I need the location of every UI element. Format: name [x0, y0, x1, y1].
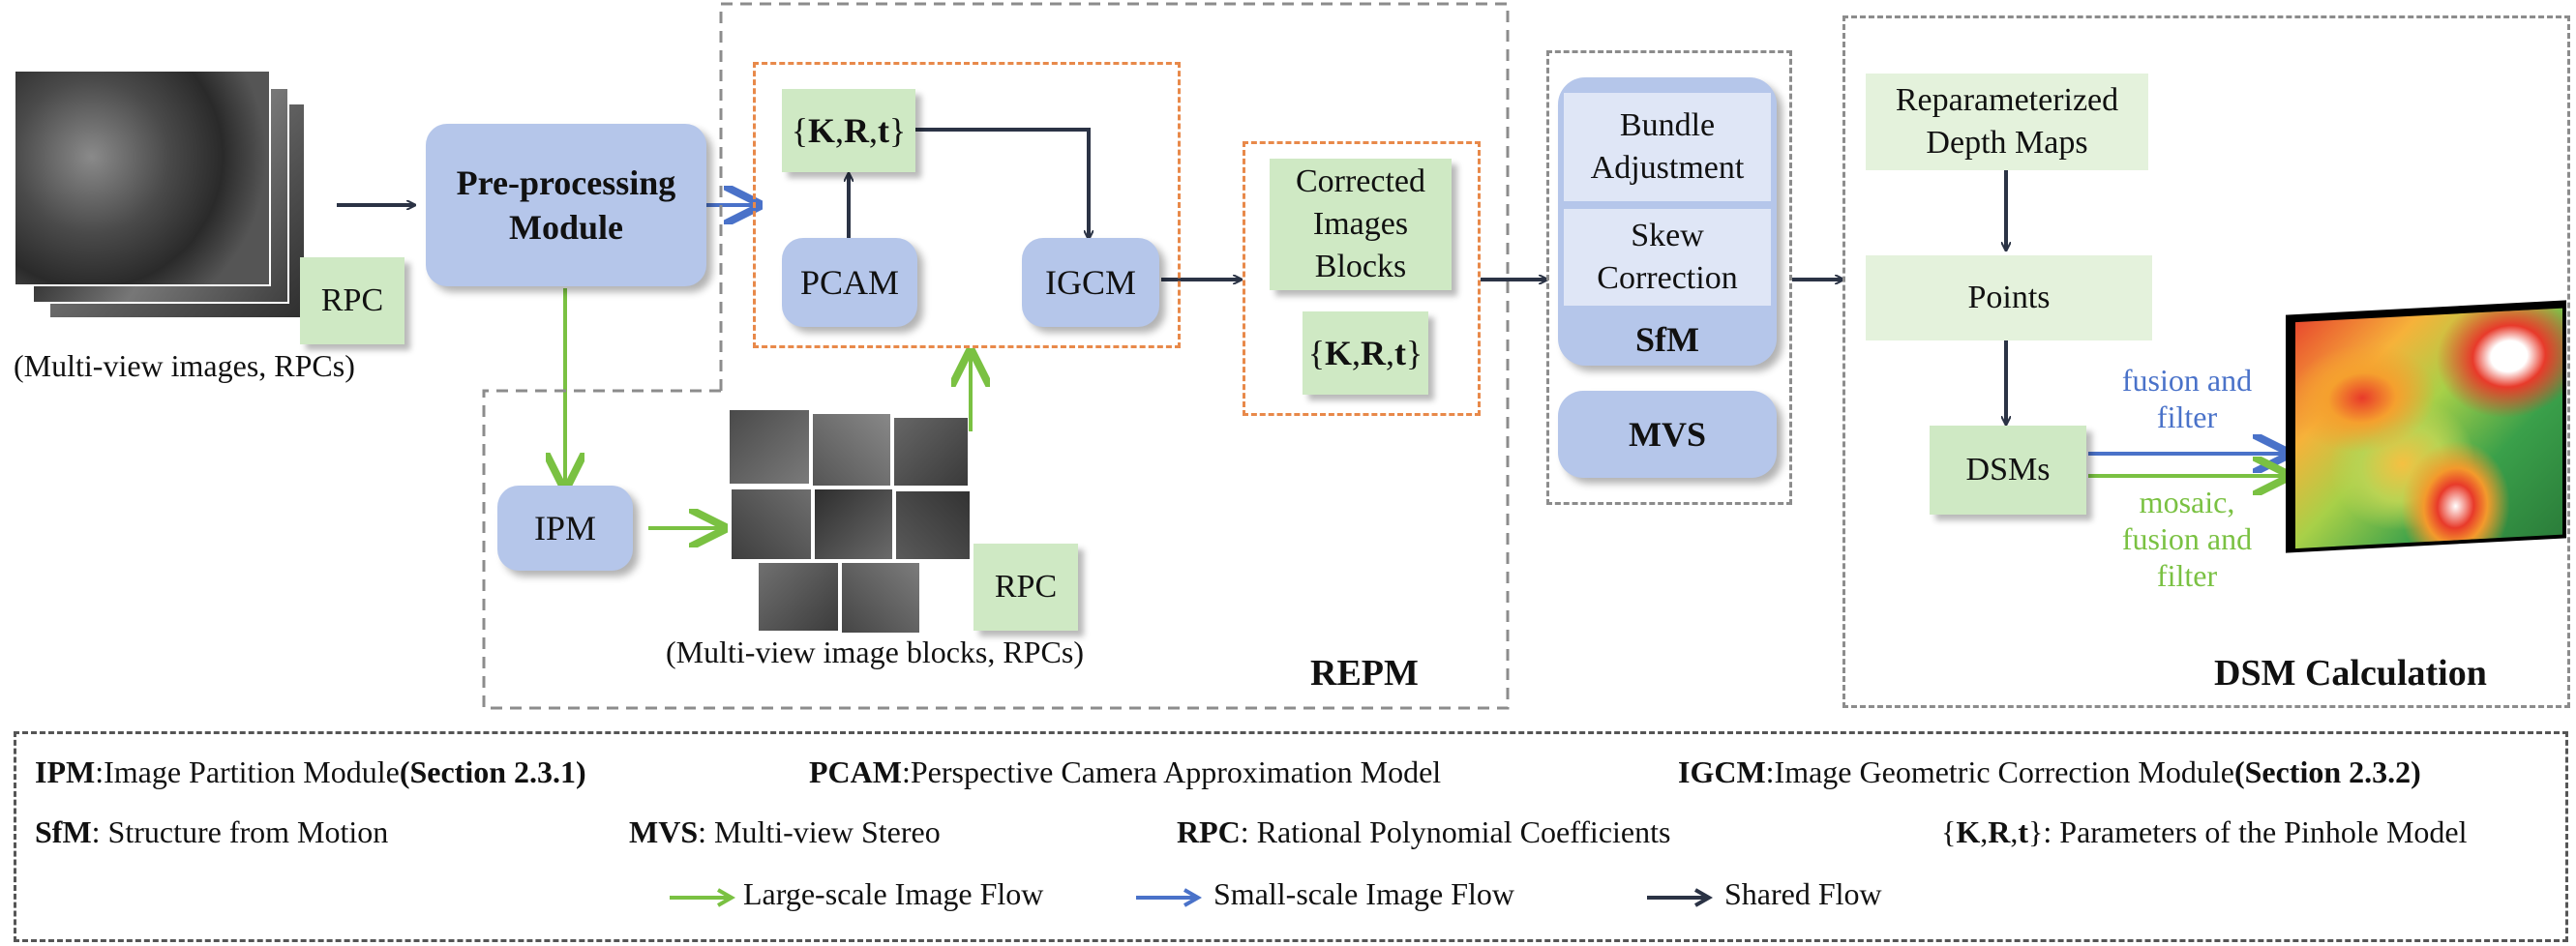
repm-title: REPM	[1310, 653, 1419, 694]
bundle-adjustment-box: Bundle Adjustment	[1564, 93, 1771, 201]
legend-small-scale-flow: Small-scale Image Flow	[1213, 876, 1515, 911]
pcam-box: PCAM	[782, 238, 917, 327]
input-rpc-box: RPC	[300, 257, 404, 344]
image-blocks-mosaic	[730, 410, 981, 633]
mvs-box: MVS	[1558, 391, 1777, 478]
fusion-filter-label: fusion and filter	[2121, 363, 2253, 434]
legend-item-igcm: IGCM:Image Geometric Correction Module(S…	[1678, 754, 2421, 789]
depth-maps-box: Reparameterized Depth Maps	[1866, 74, 2148, 170]
block-tile	[759, 563, 838, 631]
legend-panel	[14, 731, 2568, 942]
legend-item-sfm: SfM: Structure from Motion	[35, 814, 389, 849]
block-tile	[842, 563, 919, 633]
sfm-mvs-group	[1546, 50, 1792, 505]
green-arrow-icon	[670, 888, 735, 907]
preprocessing-module-box: Pre-processing Module	[426, 124, 706, 286]
points-box: Points	[1866, 255, 2152, 340]
block-tile	[894, 418, 968, 486]
mosaic-fusion-filter-label: mosaic, fusion and filter	[2121, 485, 2253, 593]
block-tile	[815, 489, 892, 559]
repm-camera-model-group	[753, 62, 1181, 348]
dsm-calculation-title: DSM Calculation	[2214, 653, 2487, 694]
dsm-map-terrain	[2295, 308, 2562, 549]
block-tile	[896, 491, 970, 559]
legend-large-scale-flow: Large-scale Image Flow	[743, 876, 1044, 911]
legend-shared-flow: Shared Flow	[1724, 876, 1882, 911]
dark-arrow-icon	[1647, 888, 1713, 907]
blocks-rpc-box: RPC	[973, 544, 1078, 631]
satellite-image-front	[14, 70, 271, 286]
blocks-caption: (Multi-view image blocks, RPCs)	[666, 635, 1084, 669]
input-caption: (Multi-view images, RPCs)	[14, 348, 355, 383]
dsms-box: DSMs	[1930, 426, 2086, 515]
ipm-box: IPM	[497, 486, 633, 571]
block-tile	[730, 410, 809, 484]
legend-item-ipm: IPM:Image Partition Module(Section 2.3.1…	[35, 754, 586, 789]
legend-item-pcam: PCAM:Perspective Camera Approximation Mo…	[809, 754, 1442, 789]
legend-item-mvs: MVS: Multi-view Stereo	[629, 814, 941, 849]
blue-arrow-icon	[1136, 888, 1202, 907]
multi-view-images-stack	[14, 70, 304, 321]
corrected-output-group	[1243, 141, 1481, 416]
dsm-calculation-group	[1842, 15, 2570, 708]
dsm-result-map	[2286, 300, 2566, 553]
block-tile	[732, 489, 811, 559]
skew-correction-box: Skew Correction	[1564, 209, 1771, 306]
corrected-images-blocks-box: Corrected Images Blocks	[1270, 159, 1452, 290]
krt-box: {K,R,t}	[782, 89, 915, 172]
legend-item-krt: {K,R,t}: Parameters of the Pinhole Model	[1941, 814, 2468, 849]
igcm-box: IGCM	[1022, 238, 1159, 327]
legend-item-rpc: RPC: Rational Polynomial Coefficients	[1177, 814, 1671, 849]
corrected-krt-box: {K,R,t}	[1303, 311, 1428, 395]
block-tile	[813, 414, 890, 486]
sfm-label: SfM	[1635, 320, 1699, 359]
